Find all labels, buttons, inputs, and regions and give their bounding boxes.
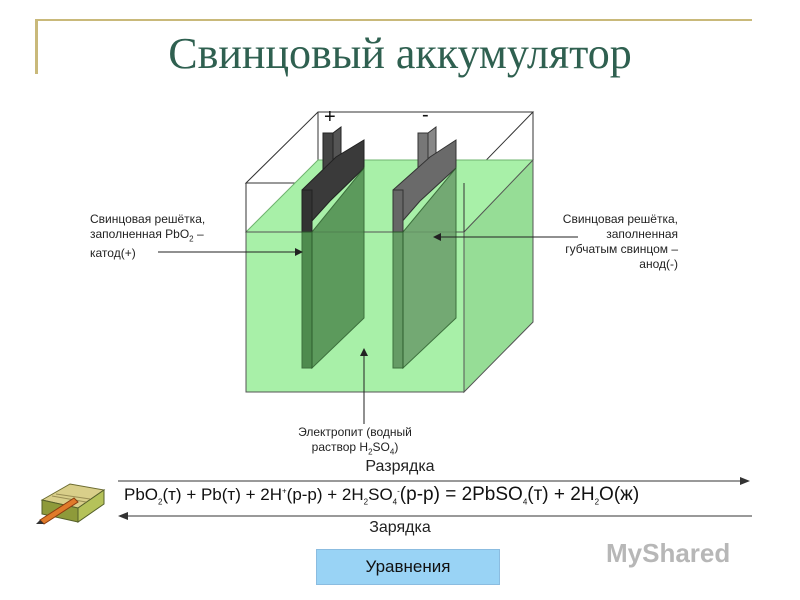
anode-pointer (433, 233, 578, 241)
cathode-label-line1: Свинцовая решётка, (90, 212, 206, 226)
cathode-label-line2: заполненная PbO2 – (90, 227, 204, 244)
electrolyte-label-line1: Электропит (водный (298, 425, 412, 439)
reaction-equation: PbO2(т) + Pb(т) + 2H+(р-р) + 2H2SO4-(р-р… (124, 484, 640, 507)
negative-terminal-sign: - (422, 104, 429, 126)
anode-label: Свинцовая решётка, заполненная губчатым … (540, 212, 678, 272)
slide-title: Свинцовый аккумулятор (168, 29, 632, 78)
discharge-arrow (118, 477, 750, 485)
positive-terminal-sign: + (324, 106, 336, 128)
decor-line-left (35, 19, 38, 74)
anode-plate (392, 126, 457, 370)
electrolyte-pointer (360, 348, 368, 424)
myshared-logo: MyShared (606, 538, 731, 568)
charge-arrow (118, 512, 752, 520)
cathode-label: Свинцовая решётка, заполненная PbO2 – ка… (90, 212, 230, 261)
anode-label-line2: заполненная (606, 227, 678, 241)
equations-button[interactable]: Уравнения (316, 549, 500, 585)
decor-line-top (35, 19, 752, 21)
electrolyte-label: Электропит (водный раствор H2SO4) (285, 425, 425, 459)
anode-label-line1: Свинцовая решётка, (562, 212, 678, 226)
electrolyte-side (463, 158, 534, 394)
anode-label-line4: анод(-) (639, 257, 678, 271)
cathode-pointer (158, 248, 303, 256)
cathode-label-line3: катод(+) (90, 246, 136, 261)
anode-label-line3: губчатым свинцом – (565, 242, 678, 256)
cathode-plate (301, 126, 365, 370)
discharge-label: Разрядка (365, 458, 435, 475)
charge-label: Зарядка (369, 519, 431, 536)
electrolyte-label-line2: раствор H2SO4) (311, 440, 399, 457)
book-pencil-icon (36, 483, 106, 525)
